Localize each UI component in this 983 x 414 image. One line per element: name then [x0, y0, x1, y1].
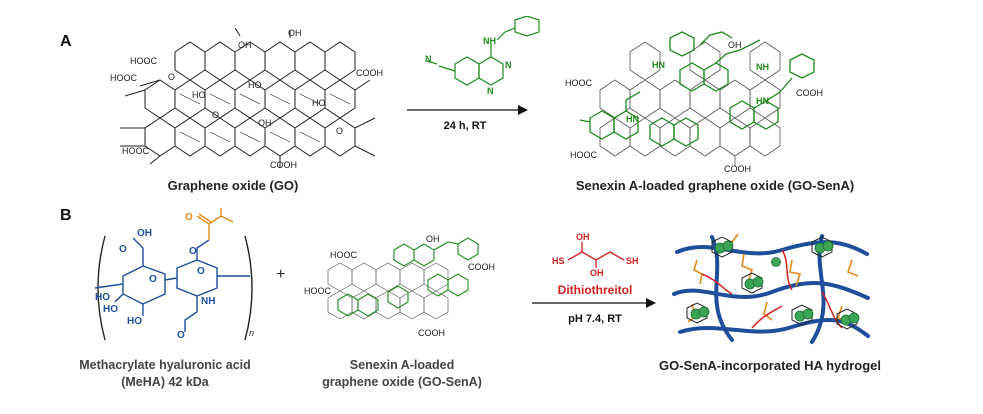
go-o-1: O [168, 72, 175, 82]
reagent-dithiothreitol: Dithiothreitol [557, 283, 633, 297]
dtt-sh: SH [626, 256, 639, 266]
reaction-condition-b: pH 7.4, RT [568, 313, 622, 325]
go-sena-small-caption: Senexin A-loaded graphene oxide (GO-SenA… [302, 357, 502, 391]
go-ho-3: HO [192, 90, 206, 100]
meha-o-c: O [197, 266, 205, 277]
meha-caption-line2: (MeHA) 42 kDa [121, 375, 209, 389]
dtt-oh-1: OH [576, 232, 590, 242]
go-oh-1: OH [288, 28, 302, 38]
go-sena-small-structure: HOOC HOOC COOH COOH OH [304, 234, 495, 338]
meha-ho-a: HO [95, 292, 110, 303]
go-ho-4: HO [248, 80, 262, 90]
product-hooc-3: HOOC [570, 150, 598, 160]
go-cooh-3: COOH [356, 68, 383, 78]
small-cooh-2: COOH [418, 328, 445, 338]
go-sena-small-caption-line2: graphene oxide (GO-SenA) [322, 375, 482, 389]
go-sena-structure: HOOC COOH HOOC COOH OH HN HN HN NH [565, 31, 823, 174]
go-sena-caption: Senexin A-loaded graphene oxide (GO-SenA… [575, 178, 855, 193]
go-oh-6: OH [258, 118, 272, 128]
senexin-n-ring-2: N [487, 86, 494, 96]
go-hooc-4: HOOC [122, 146, 150, 156]
hydrogel-caption: GO-SenA-incorporated HA hydrogel [659, 358, 881, 373]
go-sena-small-caption-line1: Senexin A-loaded [349, 358, 455, 372]
reaction-arrow-b [532, 298, 656, 308]
go-caption: Graphene oxide (GO) [167, 178, 299, 193]
hydrogel-network-illustration [672, 233, 870, 344]
meha-n-subscript: n [249, 328, 254, 338]
product-cooh-2: COOH [796, 88, 823, 98]
meha-o-b: O [149, 274, 157, 285]
product-hn-2: HN [626, 114, 639, 124]
small-oh: OH [426, 234, 440, 244]
go-hooc-2: HOOC [110, 73, 138, 83]
reaction-arrow-a [407, 105, 528, 115]
graphene-oxide-structure: HOOC HOOC COOH HOOC COOH OH OH HO HO HO … [110, 28, 383, 170]
meha-structure: OH O HO O O HO HO NH O O O n [94, 208, 254, 341]
panel-a-label: A [60, 33, 72, 50]
meha-ho-c: HO [127, 316, 142, 327]
meha-caption: Methacrylate hyaluronic acid (MeHA) 42 k… [60, 357, 270, 391]
senexin-nitrile-n: N [425, 54, 432, 64]
go-o-3: O [336, 126, 343, 136]
dtt-oh-2: OH [590, 268, 604, 278]
small-cooh-1: COOH [468, 262, 495, 272]
product-cooh-4: COOH [724, 164, 751, 174]
meha-nh: NH [201, 296, 215, 307]
panel-b-label: B [60, 207, 72, 224]
senexin-nh: NH [483, 36, 496, 46]
product-nh-4: NH [756, 62, 769, 72]
meha-o-e: O [189, 246, 197, 257]
go-cooh-5: COOH [270, 160, 297, 170]
product-hn-3: HN [756, 96, 769, 106]
product-oh: OH [728, 40, 742, 50]
product-hooc-1: HOOC [565, 78, 593, 88]
senexin-n-ring-1: N [505, 60, 512, 70]
dithiothreitol-structure: HS OH OH SH [552, 232, 639, 278]
go-hooc-1: HOOC [130, 56, 158, 66]
meha-caption-line1: Methacrylate hyaluronic acid [79, 358, 251, 372]
small-hooc-1: HOOC [330, 250, 358, 260]
meha-ho-b: HO [103, 304, 118, 315]
plus-sign: + [276, 266, 286, 283]
reaction-condition-a: 24 h, RT [443, 120, 487, 132]
meha-o-a: O [119, 244, 127, 255]
product-hn-1: HN [652, 60, 665, 70]
small-hooc-2: HOOC [304, 286, 332, 296]
dtt-hs: HS [552, 256, 565, 266]
meha-o-f: O [185, 212, 193, 223]
meha-o-d: O [177, 330, 185, 341]
go-o-2: O [212, 110, 219, 120]
senexin-a-structure: N NH N N [425, 16, 540, 96]
go-oh-2: OH [238, 40, 252, 50]
go-ho-5: HO [312, 98, 326, 108]
meha-oh-a: OH [137, 228, 152, 239]
